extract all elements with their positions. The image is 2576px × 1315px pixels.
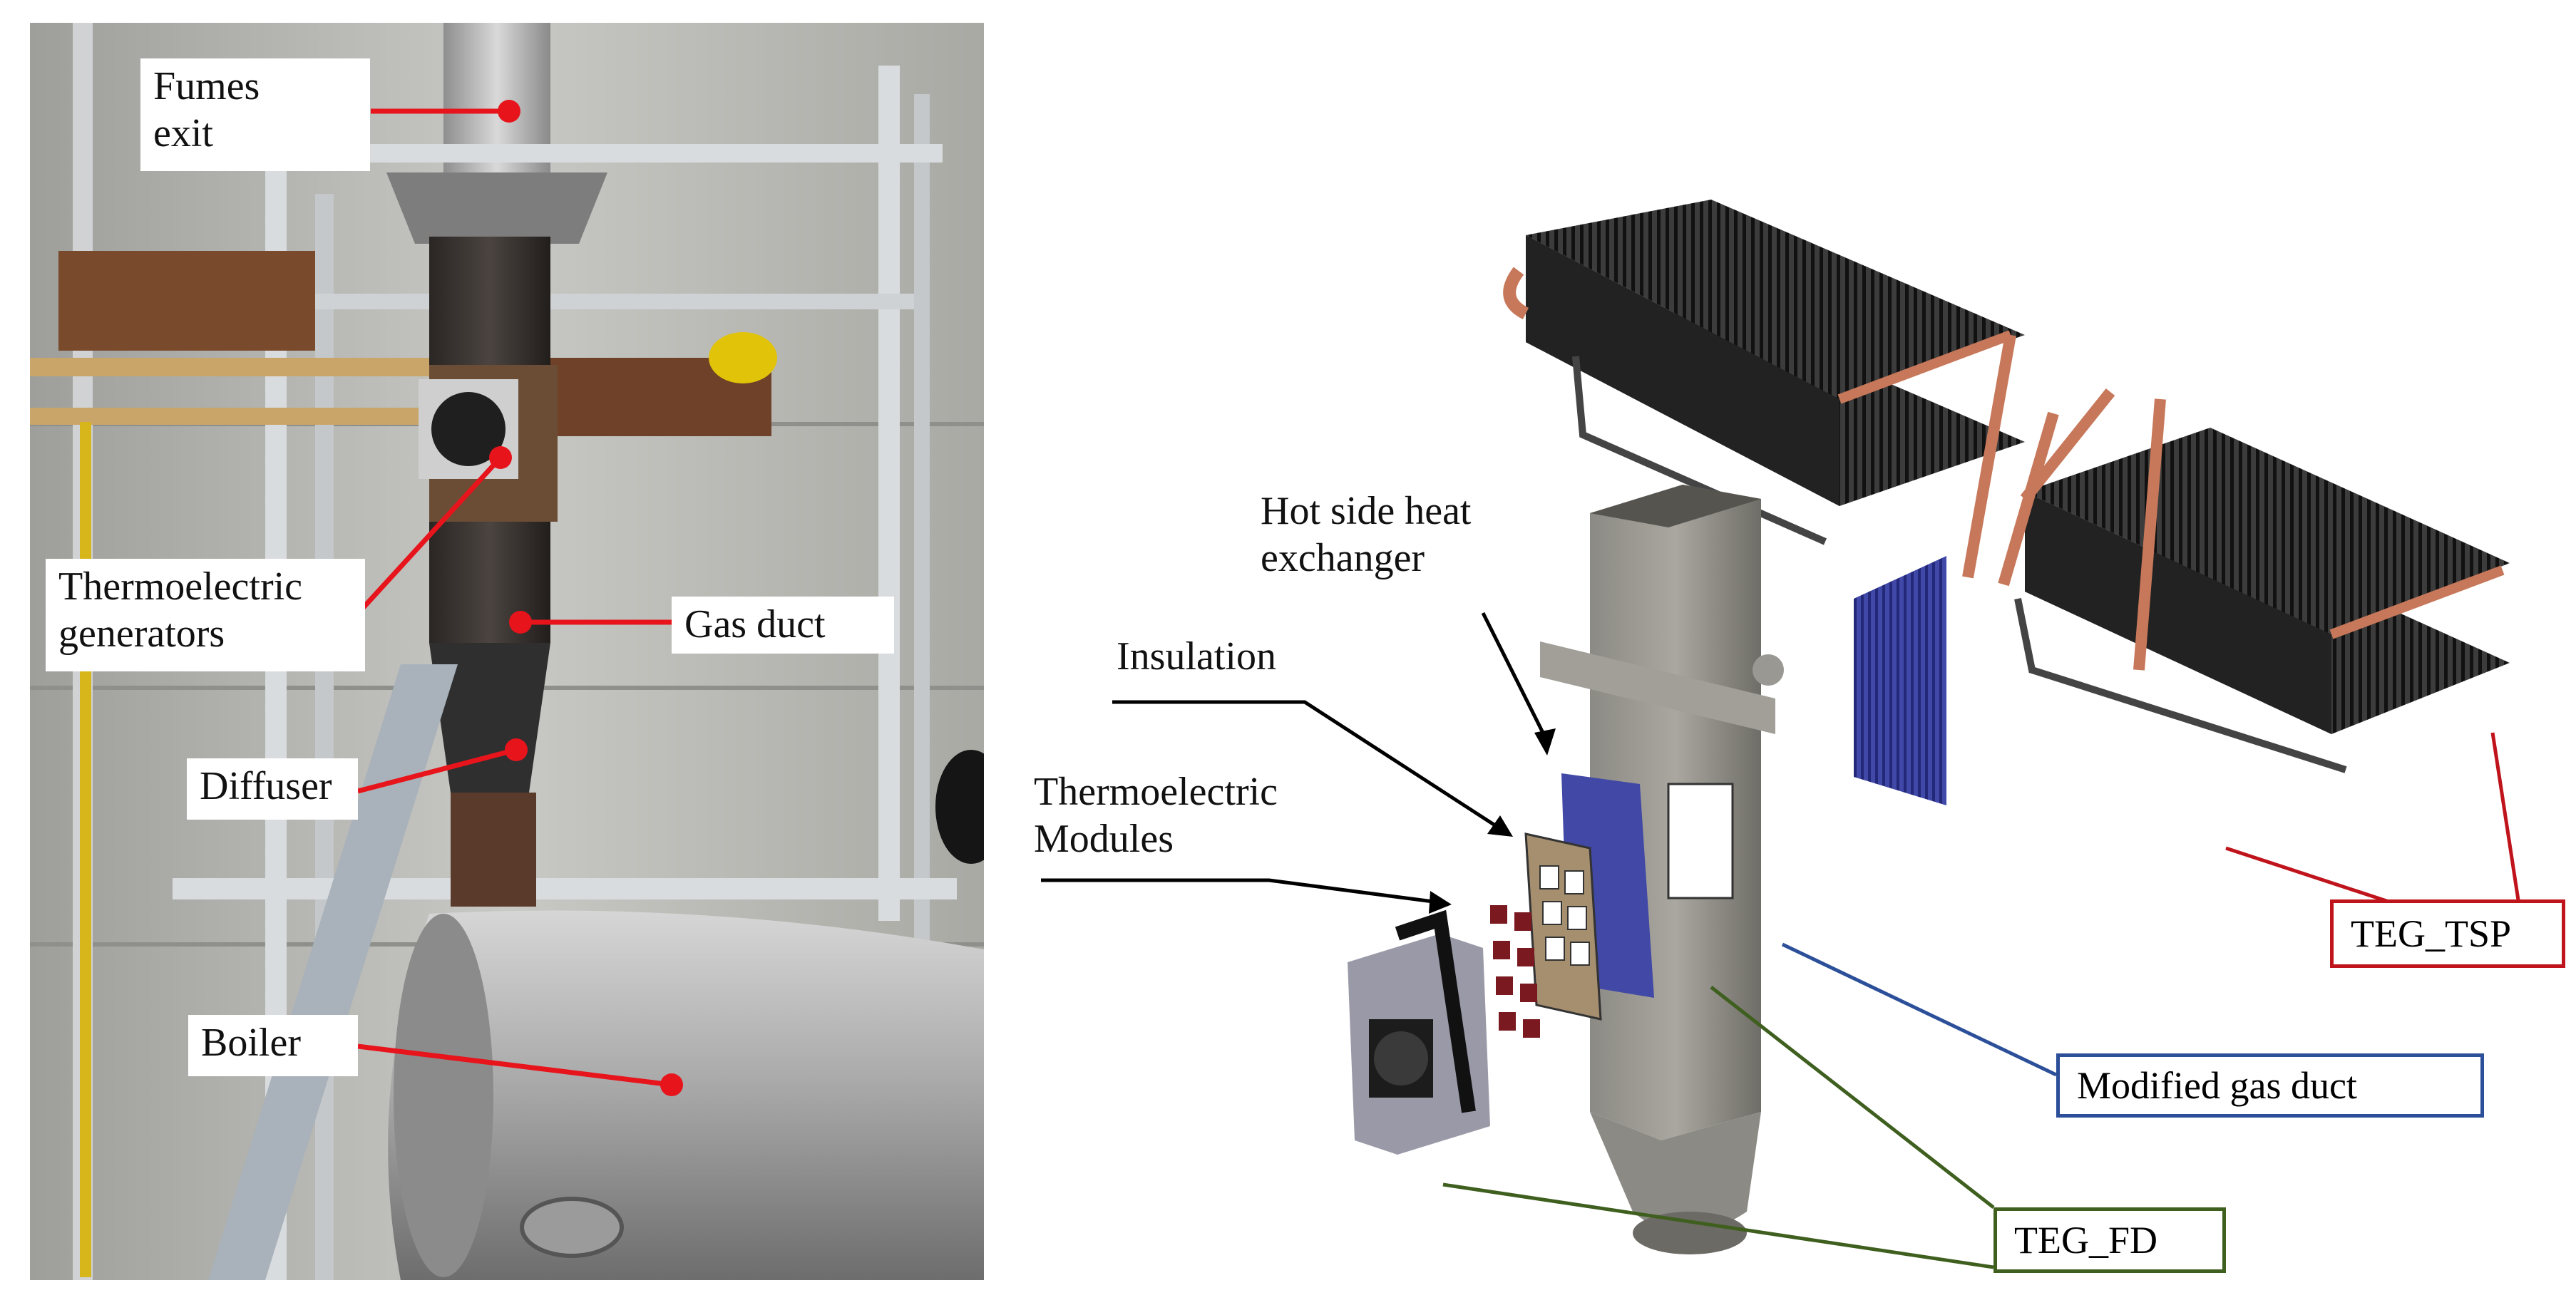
test-rig-photo: Fumes exit Thermoelectric generators Gas… [30, 23, 984, 1280]
insulation-frame [1524, 832, 1602, 1021]
label-gas-duct: Gas duct [672, 597, 894, 654]
hot-side-heat-sink [1854, 556, 1946, 805]
copper-pipes [1962, 334, 2166, 671]
label-hot-side-heat-exchanger: Hot side heat exchanger [1261, 489, 1472, 581]
leader-teg-fd-lower [1442, 1182, 1994, 1269]
pointer-diffuser [357, 738, 528, 794]
pointer-fumes-exit [371, 100, 520, 123]
photo-pointer-layer [357, 100, 683, 1096]
label-teg-tsp: TEG_TSP [2330, 899, 2565, 968]
cad-drawing [1041, 200, 2528, 1269]
label-diffuser: Diffuser [187, 758, 358, 820]
cad-exploded-view: Hot side heat exchanger Insulation Therm… [998, 0, 2576, 1315]
label-fumes-exit: Fumes exit [140, 58, 370, 171]
right-radiator [2014, 428, 2510, 773]
leader-teg-fd-upper [1710, 986, 1995, 1209]
upper-left-radiator [1503, 200, 2025, 545]
label-thermoelectric-generators: Thermoelectric generators [46, 559, 365, 671]
pointer-insulation [1112, 700, 1513, 837]
pointer-thermoelectric-modules [1041, 878, 1452, 914]
cold-side-fan-box [1348, 909, 1490, 1155]
label-modified-gas-duct: Modified gas duct [2056, 1053, 2484, 1118]
thermoelectric-module-tiles [1490, 905, 1540, 1038]
pointer-hot-side-heat-exchanger [1481, 612, 1556, 756]
pointer-gas-duct [509, 611, 672, 634]
label-insulation: Insulation [1117, 634, 1276, 679]
label-thermoelectric-modules: Thermoelectric Modules [1034, 770, 1278, 862]
label-boiler: Boiler [188, 1015, 358, 1076]
pointer-thermoelectric-generators [361, 446, 512, 609]
label-teg-fd: TEG_FD [1993, 1207, 2226, 1273]
pointer-boiler [357, 1043, 683, 1096]
leader-modified-gas-duct [1781, 942, 2058, 1077]
